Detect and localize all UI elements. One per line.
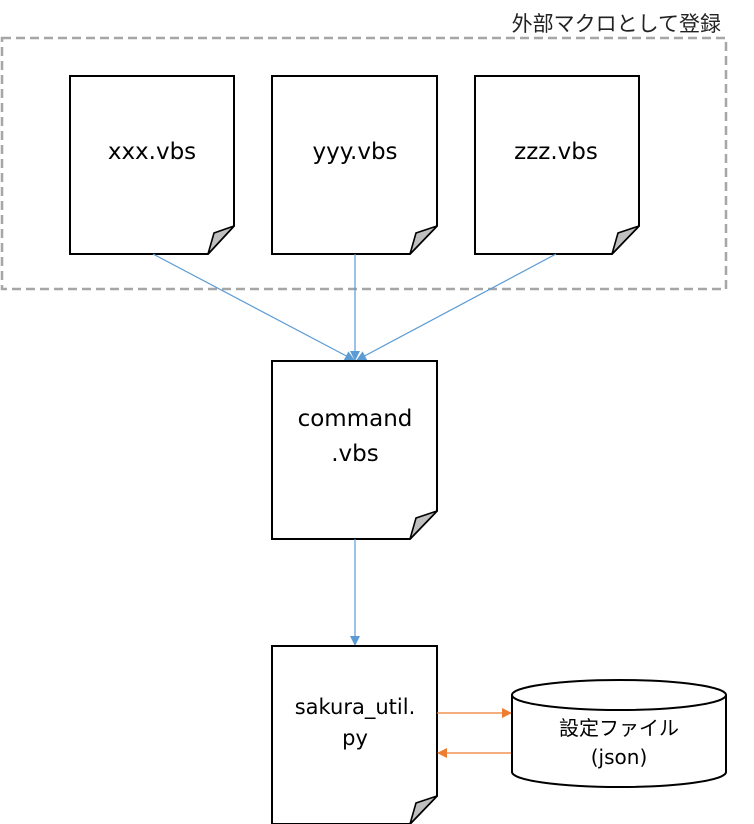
page-fold-icon bbox=[409, 225, 438, 255]
macro-doc-yyy: yyy.vbs bbox=[271, 75, 438, 255]
command-label-line2: .vbs bbox=[331, 441, 379, 467]
group-caption: 外部マクロとして登録 bbox=[512, 12, 721, 36]
util-doc: sakura_util. py bbox=[271, 645, 438, 824]
config-database: 設定ファイル (json) bbox=[511, 679, 727, 788]
macro-doc-zzz: zzz.vbs bbox=[474, 75, 640, 255]
macro-label: yyy.vbs bbox=[312, 139, 397, 165]
command-label-line1: command bbox=[298, 406, 413, 432]
util-label-line2: py bbox=[342, 726, 368, 750]
database-icon bbox=[511, 679, 727, 711]
util-label-line1: sakura_util. bbox=[295, 695, 416, 720]
external-macro-group bbox=[0, 36, 728, 291]
arrow-zzz-to-command bbox=[356, 253, 557, 361]
arrow-xxx-to-command bbox=[152, 253, 355, 361]
macro-doc-xxx: xxx.vbs bbox=[69, 75, 235, 255]
page-fold-icon bbox=[409, 795, 438, 824]
page-fold-icon bbox=[207, 225, 235, 255]
command-doc: command .vbs bbox=[271, 360, 438, 540]
page-fold-icon bbox=[611, 225, 640, 255]
macro-label: xxx.vbs bbox=[108, 139, 196, 165]
macro-label: zzz.vbs bbox=[514, 139, 598, 165]
config-label-line2: (json) bbox=[591, 745, 648, 769]
config-label-line1: 設定ファイル bbox=[559, 716, 679, 740]
page-fold-icon bbox=[409, 510, 438, 540]
